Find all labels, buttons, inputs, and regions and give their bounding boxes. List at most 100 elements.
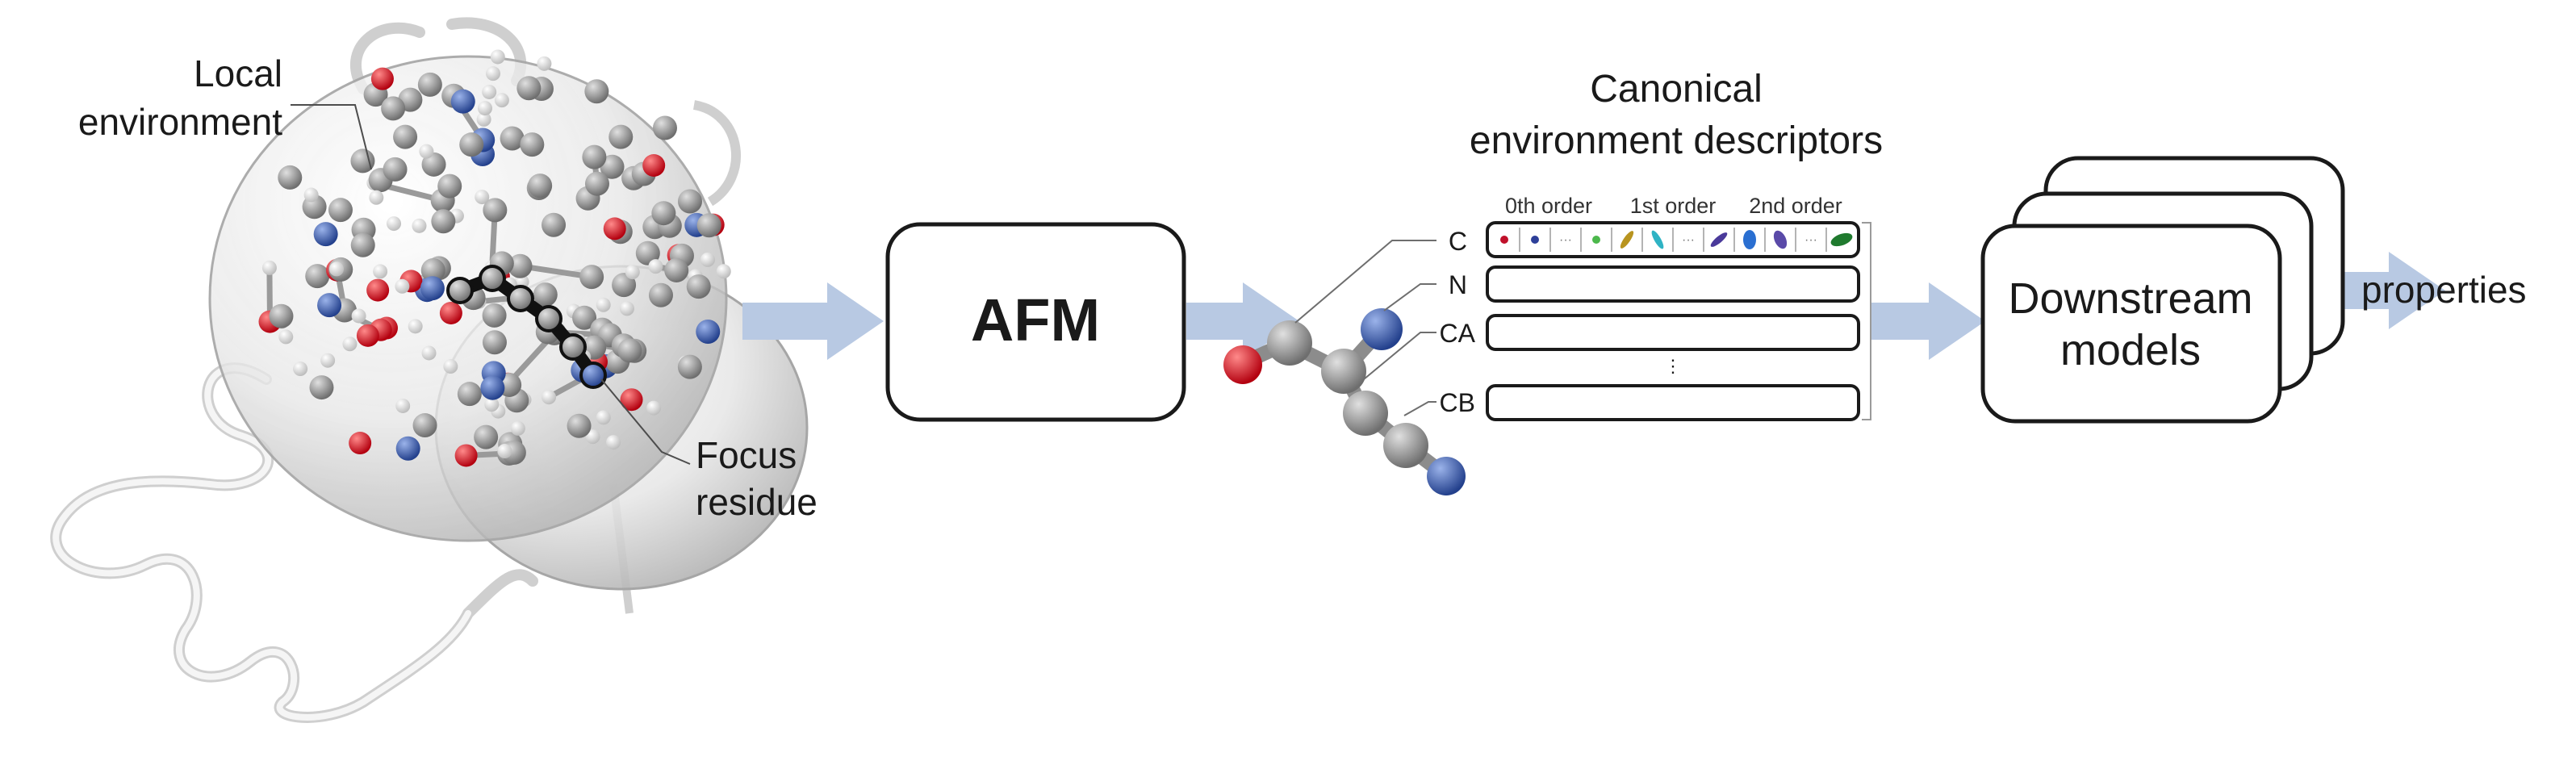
- atom-166: [520, 132, 545, 157]
- afm-label: AFM: [971, 286, 1100, 353]
- atom-100: [584, 171, 609, 196]
- atom-19: [320, 353, 336, 368]
- atom-73: [293, 362, 308, 377]
- atom-77: [476, 111, 491, 127]
- descriptor-row-n: [1486, 265, 1860, 303]
- descriptor-glyph-4: [1620, 231, 1634, 249]
- order-label-2: 2nd order: [1749, 194, 1842, 218]
- atom-87: [450, 89, 475, 114]
- atom-41: [420, 258, 445, 283]
- atom-0: [305, 264, 330, 289]
- focus-atom-5: [579, 362, 607, 389]
- atom-99: [582, 144, 607, 169]
- atom-136: [459, 132, 484, 157]
- downstream-card-front: [1980, 224, 2282, 424]
- atom-39: [584, 79, 609, 104]
- focus-label-line1: Focus: [696, 434, 797, 476]
- descriptor-glyph-1: [1531, 236, 1539, 244]
- protein-structure-icon: [50, 17, 809, 723]
- rows-bracket: [1862, 222, 1871, 420]
- atom-102: [349, 432, 372, 455]
- atom-148: [716, 264, 731, 279]
- atom-128: [366, 278, 390, 302]
- atom-145: [369, 190, 384, 205]
- atom-27: [612, 273, 637, 298]
- atom-134: [483, 198, 508, 223]
- atom-153: [608, 124, 634, 149]
- arrow-to-properties: [2310, 252, 2445, 329]
- focus-leader-line: [600, 378, 691, 465]
- descriptor-rows: [1486, 221, 1860, 421]
- atom-154: [579, 265, 604, 290]
- atom-143: [356, 324, 379, 347]
- atom-114: [278, 165, 303, 190]
- atom-164: [696, 213, 721, 238]
- atom-93: [395, 398, 411, 413]
- descriptor-glyph-8: [1743, 230, 1756, 249]
- atom-151: [309, 375, 334, 400]
- atom-137: [328, 261, 344, 277]
- atom-133: [475, 190, 490, 205]
- descriptors-title-line1: Canonical: [1590, 68, 1762, 111]
- atom-98: [490, 49, 505, 65]
- atom-57: [342, 337, 358, 352]
- atom-109: [664, 257, 689, 282]
- atom-44: [431, 209, 456, 234]
- atom-13: [500, 126, 525, 151]
- atom-132: [516, 76, 542, 101]
- atom-81: [648, 282, 673, 307]
- atom-144: [585, 429, 600, 445]
- atom-111: [370, 67, 394, 90]
- atom-7: [696, 319, 721, 344]
- row-leader-lines: [1294, 240, 1436, 416]
- atom-95: [477, 101, 492, 116]
- atom-14: [677, 354, 702, 379]
- local-leader-line: [291, 104, 372, 170]
- atom-115: [412, 413, 437, 438]
- atom-163: [494, 93, 509, 108]
- atom-30: [625, 265, 640, 280]
- atom-165: [567, 413, 592, 438]
- descriptor-glyph-10: ···: [1804, 233, 1817, 247]
- focus-atom-4: [559, 333, 587, 361]
- atom-119: [482, 330, 507, 355]
- focus-atom-3: [535, 305, 562, 332]
- atom-88: [457, 382, 482, 407]
- atom-121: [313, 222, 338, 247]
- atom-159: [303, 187, 319, 203]
- atom-161: [381, 96, 406, 121]
- focus-atom-0: [446, 277, 474, 304]
- local-label-line1: Local: [194, 52, 282, 94]
- row-label-n: N: [1449, 270, 1467, 299]
- row-label-cb: CB: [1440, 388, 1475, 417]
- atom-64: [619, 301, 634, 316]
- focus-atom-1: [479, 265, 506, 292]
- atom-24: [454, 444, 478, 467]
- atom-160: [603, 217, 626, 240]
- atom-126: [317, 293, 342, 318]
- atom-113: [700, 252, 715, 267]
- atom-54: [646, 400, 662, 416]
- properties-label: properties: [2361, 269, 2527, 311]
- atom-129: [474, 424, 499, 449]
- atom-108: [648, 259, 663, 274]
- descriptor-glyph-2: ···: [1559, 233, 1572, 247]
- atom-116: [383, 157, 408, 182]
- row-label-ca: CA: [1440, 319, 1476, 348]
- atom-15: [600, 154, 625, 179]
- order-label-0: 0th order: [1505, 194, 1592, 218]
- atom-69: [408, 319, 423, 334]
- downstream-label-line2: models: [2060, 326, 2201, 374]
- atom-49: [439, 301, 462, 324]
- downstream-label-line1: Downstream: [2008, 274, 2252, 323]
- atom-117: [651, 201, 676, 226]
- local-label-line2: environment: [78, 101, 282, 143]
- atom-150: [497, 444, 512, 459]
- atom-75: [484, 397, 500, 412]
- atom-11: [635, 240, 660, 265]
- atom-63: [278, 329, 294, 345]
- atom-58: [537, 56, 552, 71]
- atom-80: [620, 388, 643, 412]
- descriptor-glyph-9: [1773, 230, 1788, 249]
- atom-50: [533, 282, 558, 307]
